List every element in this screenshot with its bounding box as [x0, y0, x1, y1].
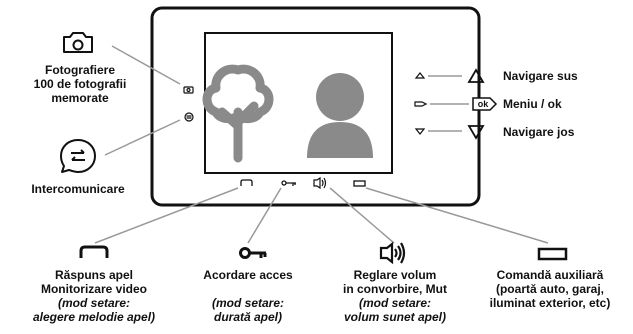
tree-icon	[202, 64, 274, 163]
answer-label-line: Răspuns apel	[54, 268, 134, 282]
leader-lines	[94, 45, 549, 244]
answer-label: Răspuns apel Monitorizare video (mod set…	[0, 268, 188, 324]
volume-label-line: Reglare volum	[353, 268, 437, 282]
photo-label-line: memorate	[51, 91, 109, 105]
answer-label-line: Monitorizare video	[40, 282, 147, 296]
answer-icon	[79, 245, 109, 258]
device-volume-icon	[313, 176, 327, 190]
aux-label: Comandă auxiliară (poartă auto, garaj, i…	[470, 268, 630, 310]
nav-up-label: Navigare sus	[503, 69, 578, 83]
device-intercom-icon	[184, 112, 194, 122]
aux-icon	[537, 247, 568, 261]
nav-down-icon	[467, 125, 485, 140]
access-label: Acordare acces	[183, 268, 313, 282]
answer-mode-line: (mod setare:	[57, 296, 131, 310]
aux-label-line: Comandă auxiliară	[496, 268, 604, 282]
person-icon	[307, 73, 373, 158]
access-label-line: Acordare acces	[203, 268, 293, 282]
device-answer-icon	[240, 179, 253, 186]
device-aux-icon	[353, 180, 366, 187]
volume-mode-line: volum sunet apel)	[343, 310, 447, 324]
photo-label-line: 100 de fotografii	[33, 77, 127, 91]
volume-mode-line: (mod setare:	[358, 296, 432, 310]
access-mode-line: (mod setare:	[211, 296, 285, 310]
answer-mode-line: alegere melodie apel)	[32, 310, 156, 324]
photo-label: Fotografiere 100 de fotografii memorate	[32, 63, 128, 105]
access-mode-label: (mod setare: durată apel)	[183, 296, 313, 324]
aux-label-line: (poartă auto, garaj,	[495, 282, 605, 296]
photo-label-line: Fotografiere	[44, 63, 115, 77]
nav-down-label: Navigare jos	[503, 125, 575, 139]
device-up-icon	[414, 72, 426, 79]
key-icon	[239, 247, 267, 259]
volume-label-line: in convorbire, Mut	[342, 282, 447, 296]
volume-icon	[379, 241, 406, 265]
device-key-icon	[281, 180, 296, 186]
camera-icon	[63, 32, 93, 53]
device-ok-icon	[414, 101, 428, 107]
intercom-label: Intercomunicare	[31, 182, 125, 196]
device-camera-icon	[183, 86, 194, 94]
volume-label: Reglare volum in convorbire, Mut (mod se…	[328, 268, 462, 324]
access-mode-line: durată apel)	[213, 310, 282, 324]
nav-up-icon	[467, 68, 485, 83]
aux-label-line: iluminat exterior, etc)	[489, 296, 611, 310]
intercom-icon	[60, 139, 96, 173]
menu-ok-label: Meniu / ok	[503, 97, 562, 111]
ok-icon-label: ok	[477, 99, 489, 109]
ok-icon	[472, 97, 498, 111]
device-down-icon	[414, 128, 426, 135]
